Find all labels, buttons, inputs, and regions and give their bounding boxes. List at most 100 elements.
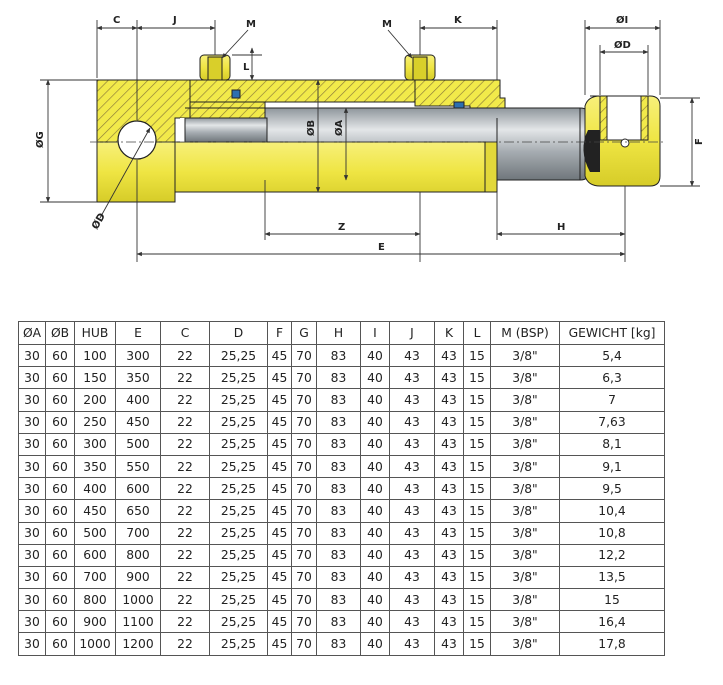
cell-hub: 150	[74, 366, 116, 390]
cell-j: 43	[389, 410, 435, 434]
cell-h: 83	[316, 588, 361, 612]
cell-m-bsp: 3/8"	[490, 454, 560, 479]
cell-f: 45	[267, 410, 292, 434]
cell-h: 83	[316, 610, 361, 634]
cell-d: 25,25	[209, 454, 268, 479]
ball-joint	[583, 130, 600, 172]
cell-l: 15	[463, 388, 491, 412]
cell-d: 25,25	[209, 343, 268, 368]
cell-g: 70	[291, 343, 317, 368]
cell-dia-b: 60	[45, 388, 75, 412]
label-dia-i: ØI	[616, 14, 628, 26]
col-i: I	[360, 321, 390, 345]
cell-hub: 100	[74, 343, 116, 368]
cell-m-bsp: 3/8"	[490, 432, 560, 456]
table-header-row: ØA ØB HUB E C D F G H I J K L M (BSP) GE…	[18, 321, 665, 345]
cell-dia-a: 30	[18, 432, 46, 456]
eye-mark	[620, 138, 630, 148]
cell-g: 70	[291, 432, 317, 456]
cell-dia-b: 60	[45, 343, 75, 368]
label-dia-b: ØB	[305, 120, 317, 136]
cell-hub: 200	[74, 388, 116, 412]
cell-j: 43	[389, 499, 435, 523]
cell-g: 70	[291, 410, 317, 434]
col-f: F	[267, 321, 292, 345]
cell-i: 40	[360, 565, 390, 590]
rod-eye-hole	[606, 95, 642, 141]
col-m-bsp: M (BSP)	[490, 321, 560, 345]
cell-e: 1100	[115, 610, 161, 634]
port-left-thread	[207, 56, 223, 81]
cell-dia-a: 30	[18, 366, 46, 390]
cell-g: 70	[291, 477, 317, 501]
cell-c: 22	[160, 588, 210, 612]
cell-l: 15	[463, 366, 491, 390]
cell-f: 45	[267, 454, 292, 479]
cell-g: 70	[291, 565, 317, 590]
cell-d: 25,25	[209, 499, 268, 523]
cell-h: 83	[316, 477, 361, 501]
cell-k: 43	[434, 632, 464, 656]
cell-dia-a: 30	[18, 499, 46, 523]
cell-m-bsp: 3/8"	[490, 610, 560, 634]
cell-hub: 500	[74, 521, 116, 545]
cell-m-bsp: 3/8"	[490, 410, 560, 434]
cell-dia-a: 30	[18, 410, 46, 434]
cell-i: 40	[360, 343, 390, 368]
cell-d: 25,25	[209, 610, 268, 634]
cell-c: 22	[160, 610, 210, 634]
cell-l: 15	[463, 543, 491, 567]
cell-e: 600	[115, 477, 161, 501]
cell-h: 83	[316, 521, 361, 545]
col-h: H	[316, 321, 361, 345]
cell-h: 83	[316, 454, 361, 479]
cell-k: 43	[434, 588, 464, 612]
cell-j: 43	[389, 343, 435, 368]
cell-f: 45	[267, 388, 292, 412]
cell-j: 43	[389, 565, 435, 590]
cell-k: 43	[434, 432, 464, 456]
cell-h: 83	[316, 565, 361, 590]
cell-e: 800	[115, 543, 161, 567]
cell-c: 22	[160, 388, 210, 412]
cell-dia-a: 30	[18, 521, 46, 545]
cell-dia-b: 60	[45, 521, 75, 545]
col-hub: HUB	[74, 321, 116, 345]
cell-d: 25,25	[209, 565, 268, 590]
cell-dia-b: 60	[45, 588, 75, 612]
cell-g: 70	[291, 632, 317, 656]
cell-j: 43	[389, 366, 435, 390]
cell-i: 40	[360, 543, 390, 567]
label-e: E	[378, 242, 385, 253]
cell-gewicht: 9,1	[559, 454, 665, 479]
cell-g: 70	[291, 499, 317, 523]
cell-gewicht: 8,1	[559, 432, 665, 456]
cell-c: 22	[160, 454, 210, 479]
cell-gewicht: 17,8	[559, 632, 665, 656]
cell-hub: 700	[74, 565, 116, 590]
cell-hub: 300	[74, 432, 116, 456]
base-pin-hole	[117, 120, 157, 160]
cell-k: 43	[434, 410, 464, 434]
cell-dia-a: 30	[18, 565, 46, 590]
cell-gewicht: 7	[559, 388, 665, 412]
col-l: L	[463, 321, 491, 345]
cell-g: 70	[291, 388, 317, 412]
label-m-left: M	[246, 19, 256, 30]
cell-dia-b: 60	[45, 410, 75, 434]
cell-dia-a: 30	[18, 454, 46, 479]
barrel-lower	[96, 141, 498, 203]
cylinder-drawing: C J M M K ØI ØD L ØG ØB ØA ØD Z H E F	[34, 14, 705, 262]
cell-l: 15	[463, 521, 491, 545]
cell-f: 45	[267, 565, 292, 590]
cell-e: 900	[115, 565, 161, 590]
cell-g: 70	[291, 521, 317, 545]
cell-d: 25,25	[209, 588, 268, 612]
cell-e: 550	[115, 454, 161, 479]
cell-c: 22	[160, 632, 210, 656]
piston-seal	[231, 89, 241, 99]
